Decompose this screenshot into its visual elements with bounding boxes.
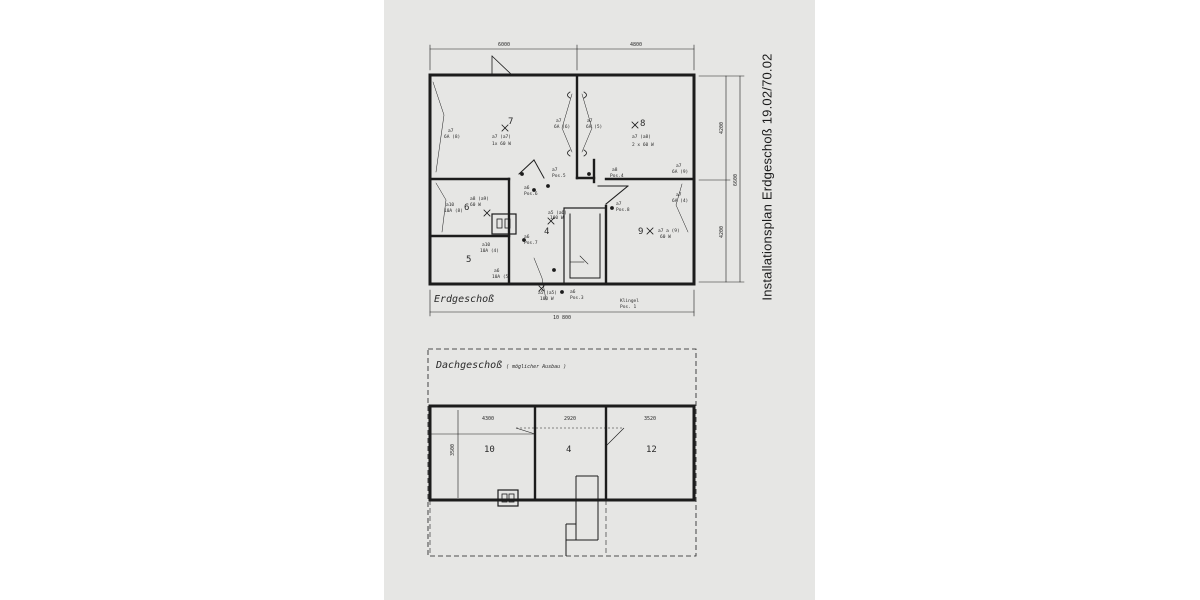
dimension-lines xyxy=(429,44,745,317)
annotation: 10A (8) xyxy=(444,208,463,214)
dim-top-right: 4800 xyxy=(630,42,642,48)
annotation: a7 xyxy=(556,118,562,124)
annotation: 10A (5) xyxy=(492,274,511,280)
attic-note: ( möglicher Ausbau ) xyxy=(506,364,566,370)
annotation: a7 xyxy=(552,167,558,173)
chimney xyxy=(491,213,517,235)
attic-dim-left: 3500 xyxy=(450,444,456,456)
room-4-number: 4 xyxy=(544,227,549,237)
room-5-number: 5 xyxy=(466,255,471,265)
room-10-number: 10 xyxy=(484,445,495,455)
dim-total-width: 10 800 xyxy=(553,315,571,321)
attic-dim-2: 2920 xyxy=(564,416,576,422)
annotation: a6 xyxy=(524,185,530,191)
dim-right-total: 6600 xyxy=(733,174,739,186)
annotation: a6 xyxy=(570,289,576,295)
attic-plan xyxy=(427,348,697,557)
annotation: 2 x 60 W xyxy=(632,142,654,148)
dim-top-left: 6000 xyxy=(498,42,510,48)
annotation: 6A (8) xyxy=(444,134,460,140)
annotation: Pos. 1 xyxy=(620,304,637,310)
dim-right-lower: 4200 xyxy=(719,226,725,238)
room-12-number: 12 xyxy=(646,445,657,455)
attic-dashed-outline xyxy=(427,348,697,557)
wiring-lines xyxy=(432,81,689,301)
annotation: a7 xyxy=(676,163,682,169)
entry-door xyxy=(491,55,513,76)
document-title: Installationsplan Erdgeschoß 19.02/70.02 xyxy=(759,53,775,301)
annotation: 6A (6) xyxy=(554,124,570,130)
annotation: Pos.5 xyxy=(552,173,566,179)
annotation: a8 (a9) xyxy=(470,196,489,202)
room-8-number: 8 xyxy=(640,119,645,129)
annotation: a7 (a8) xyxy=(632,134,651,140)
annotation: a7 xyxy=(676,192,682,198)
room-9-number: 9 xyxy=(638,227,643,237)
annotation: Pos.6 xyxy=(524,191,538,197)
staircase xyxy=(563,207,607,285)
annotation: 60 W xyxy=(470,202,481,208)
annotation: a7 xyxy=(448,128,454,134)
ground-floor-text: 6000 4800 10 800 4200 6600 4200 7 8 6 5 … xyxy=(434,42,739,321)
annotation: a6 xyxy=(494,268,500,274)
annotation: a8 xyxy=(612,167,618,173)
annotation: 6A (9) xyxy=(672,169,688,175)
attic-walls xyxy=(533,406,608,500)
room-6-number: 6 xyxy=(464,203,469,213)
annotation: 10A (4) xyxy=(480,248,499,254)
annotation: 6A (5) xyxy=(586,124,602,130)
attic-room-4-number: 4 xyxy=(566,445,571,455)
attic-dim-3: 3520 xyxy=(644,416,656,422)
dim-right-upper: 4200 xyxy=(719,122,725,134)
room-7-number: 7 xyxy=(508,117,513,127)
annotation: a7 xyxy=(616,201,622,207)
annotation: Pos.8 xyxy=(616,207,630,213)
annotation: a5 (a5) xyxy=(538,290,557,296)
attic-text: Dachgeschoß ( möglicher Ausbau ) 4300 29… xyxy=(435,360,657,456)
annotation: Klingel xyxy=(620,298,639,304)
annotation: a7 a (9) xyxy=(658,228,680,234)
attic-chimney xyxy=(497,489,519,507)
plan-sheet: 6000 4800 10 800 4200 6600 4200 7 8 6 5 … xyxy=(384,0,815,600)
attic-outline xyxy=(428,404,696,502)
annotation: a10 xyxy=(446,202,454,208)
ground-floor-plan xyxy=(428,44,745,317)
attic-label: Dachgeschoß xyxy=(435,360,502,371)
electrical-symbols xyxy=(483,91,654,294)
annotation: a7 (a7) xyxy=(492,134,511,140)
annotation: 100 W xyxy=(540,296,554,302)
annotation: 1x 60 W xyxy=(492,141,511,147)
attic-inner-lines xyxy=(429,410,625,556)
annotation: a5 (a6) xyxy=(548,210,567,216)
attic-staircase xyxy=(565,475,599,556)
annotation: a6 xyxy=(524,234,530,240)
annotation: Pos.7 xyxy=(524,240,538,246)
ground-floor-label: Erdgeschoß xyxy=(434,294,494,305)
annotation: Pos.3 xyxy=(570,295,584,301)
annotation: a7 xyxy=(587,118,593,124)
attic-dim-1: 4300 xyxy=(482,416,494,422)
interior-walls xyxy=(428,73,696,286)
annotation: a10 xyxy=(482,242,490,248)
annotation: 100 W xyxy=(550,215,564,221)
annotation: Pos.4 xyxy=(610,173,624,179)
annotation: 60 W xyxy=(660,234,671,240)
annotation: 6A (4) xyxy=(672,198,688,204)
floor-plan-drawing: 6000 4800 10 800 4200 6600 4200 7 8 6 5 … xyxy=(427,42,745,557)
